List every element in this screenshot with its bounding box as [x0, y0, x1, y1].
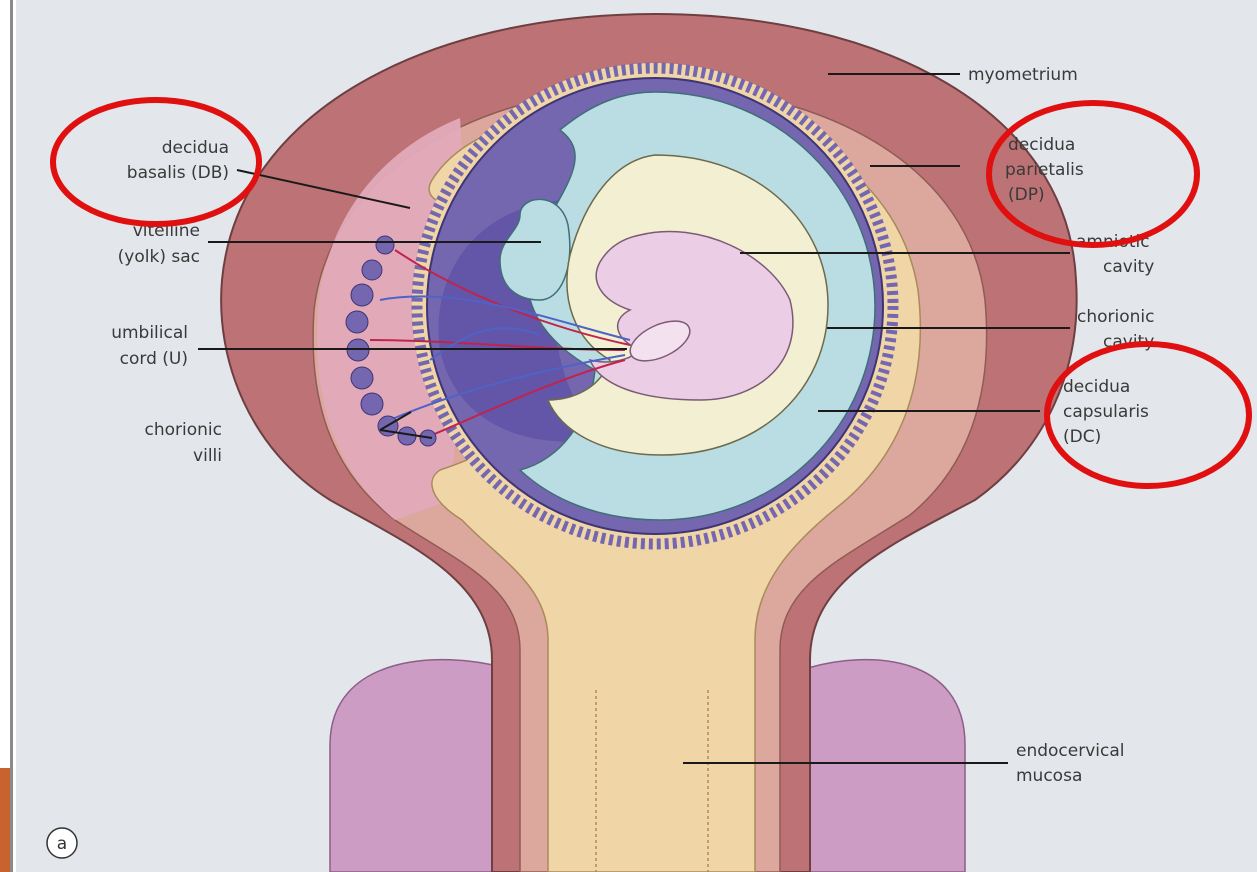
label-endocervical-line2: mucosa: [1016, 766, 1082, 786]
label-decidua-parietalis-line2: parietalis: [1005, 160, 1084, 180]
label-vitelline-line2: (yolk) sac: [118, 247, 200, 267]
label-decidua-basalis-line1: decidua: [162, 138, 229, 158]
label-endocervical-line1: endocervical: [1016, 741, 1125, 761]
panel-badge-label: a: [57, 834, 67, 854]
label-chorionic-villi-line1: chorionic: [145, 420, 222, 440]
label-decidua-parietalis-line1: decidua: [1008, 135, 1075, 155]
label-myometrium: myometrium: [968, 65, 1078, 85]
label-decidua-capsularis-line3: (DC): [1063, 427, 1101, 447]
label-decidua-capsularis-line2: capsularis: [1063, 402, 1149, 422]
label-chorionic-villi-line2: villi: [193, 446, 222, 466]
label-umbilical-line1: umbilical: [111, 323, 188, 343]
label-decidua-capsularis-line1: decidua: [1063, 377, 1130, 397]
label-decidua-basalis-line2: basalis (DB): [127, 163, 229, 183]
label-decidua-parietalis-line3: (DP): [1008, 185, 1045, 205]
label-umbilical-line2: cord (U): [120, 349, 188, 369]
label-chorionic-cavity-line1: chorionic: [1077, 307, 1154, 327]
label-amniotic-line2: cavity: [1103, 257, 1154, 277]
